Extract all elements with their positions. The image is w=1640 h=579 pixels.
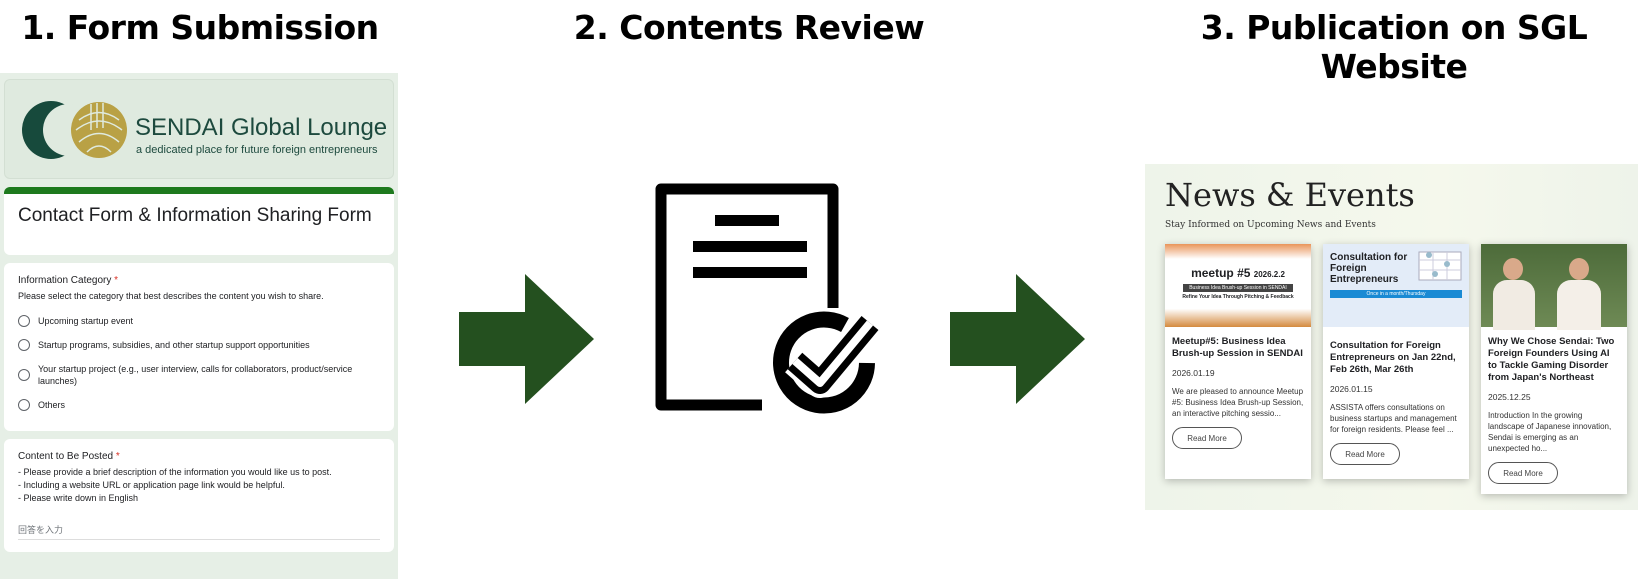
news-card[interactable]: meetup #5 2026.2.2 Business Idea Brush-u… <box>1165 244 1311 479</box>
news-card[interactable]: Why We Chose Sendai: Two Foreign Founder… <box>1481 244 1627 494</box>
brand-name: SENDAI Global Lounge <box>135 114 388 141</box>
radio-option-startup-project[interactable]: Your startup project (e.g., user intervi… <box>18 363 380 387</box>
read-more-button[interactable]: Read More <box>1330 443 1400 465</box>
radio-icon <box>18 315 30 327</box>
radio-option-others[interactable]: Others <box>18 399 380 411</box>
read-more-button[interactable]: Read More <box>1488 462 1558 484</box>
radio-icon <box>18 369 30 381</box>
step-3-title: 3. Publication on SGL Website <box>1200 8 1588 86</box>
question-label: Information Category <box>18 275 112 286</box>
card-title: Consultation for Foreign Entrepreneurs o… <box>1330 340 1456 375</box>
option-label: Your startup project (e.g., user intervi… <box>38 364 353 386</box>
instruction-line: - Please provide a brief description of … <box>18 467 332 477</box>
sgl-logo-icon <box>22 101 127 159</box>
card-title: Meetup#5: Business Idea Brush-up Session… <box>1172 336 1303 359</box>
step-2-title: 2. Contents Review <box>573 8 925 47</box>
image-date: 2026.2.2 <box>1253 270 1285 279</box>
read-more-button[interactable]: Read More <box>1172 427 1242 449</box>
question-information-category: Information Category * Please select the… <box>4 263 394 431</box>
news-card[interactable]: Consultation for Foreign Entrepreneurs O… <box>1323 244 1469 479</box>
arrow-right-icon <box>950 274 1085 404</box>
card-image: meetup #5 2026.2.2 Business Idea Brush-u… <box>1165 244 1311 327</box>
brand-tagline: a dedicated place for future foreign ent… <box>136 144 378 156</box>
calendar-icon <box>1418 251 1462 281</box>
card-excerpt: ASSISTA offers consultations on business… <box>1330 403 1457 434</box>
document-check-icon <box>655 183 882 418</box>
card-image-founders-photo <box>1481 244 1627 330</box>
radio-option-startup-programs[interactable]: Startup programs, subsidies, and other s… <box>18 339 380 351</box>
question-description: Please select the category that best des… <box>18 291 324 301</box>
card-image: Consultation for Foreign Entrepreneurs O… <box>1323 244 1469 327</box>
form-screenshot: SENDAI Global Lounge a dedicated place f… <box>0 73 398 579</box>
news-subtitle: Stay Informed on Upcoming News and Event… <box>1165 220 1376 230</box>
card-excerpt: We are pleased to announce Meetup #5: Bu… <box>1172 387 1304 418</box>
instruction-line: - Please write down in English <box>18 493 139 503</box>
news-title: News & Events <box>1165 176 1415 214</box>
required-mark: * <box>114 275 119 286</box>
image-heading: meetup #5 <box>1191 266 1251 280</box>
radio-icon <box>18 399 30 411</box>
card-excerpt: Introduction In the growing landscape of… <box>1488 411 1612 453</box>
step-1-title: 1. Form Submission <box>21 8 379 47</box>
image-heading: Consultation for Foreign Entrepreneurs <box>1330 252 1408 285</box>
form-banner: SENDAI Global Lounge a dedicated place f… <box>4 79 394 179</box>
image-sub: Refine Your Idea Through Pitching & Feed… <box>1182 294 1294 300</box>
arrow-right-icon <box>459 274 594 404</box>
image-banner: Once in a month/Thursday <box>1330 290 1462 298</box>
card-date: 2026.01.19 <box>1172 368 1215 378</box>
form-title: Contact Form & Information Sharing Form <box>4 187 394 255</box>
card-title: Why We Chose Sendai: Two Foreign Founder… <box>1488 336 1615 383</box>
option-label: Upcoming startup event <box>38 316 134 326</box>
website-screenshot: News & Events Stay Informed on Upcoming … <box>1145 164 1638 510</box>
card-date: 2025.12.25 <box>1488 392 1531 402</box>
radio-icon <box>18 339 30 351</box>
image-banner: Business Idea Brush-up Session in SENDAI <box>1183 284 1293 292</box>
question-label: Content to Be Posted <box>18 451 114 462</box>
option-label: Others <box>38 400 66 410</box>
option-label: Startup programs, subsidies, and other s… <box>38 340 310 350</box>
instruction-line: - Including a website URL or application… <box>18 480 285 490</box>
required-mark: * <box>115 451 120 462</box>
card-date: 2026.01.15 <box>1330 384 1373 394</box>
question-content: Content to Be Posted * - Please provide … <box>4 439 394 552</box>
radio-option-upcoming-event[interactable]: Upcoming startup event <box>18 315 380 327</box>
answer-input[interactable]: 回答を入力 <box>18 523 380 540</box>
